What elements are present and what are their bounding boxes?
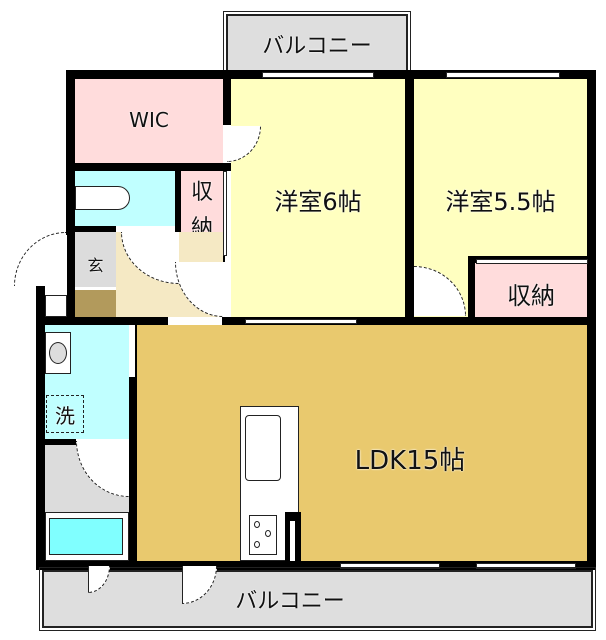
wall-wic-right [223,70,231,125]
window-ldk-bottom-2[interactable] [476,563,576,569]
outer-wall-left-lower [36,286,45,570]
wall-toilet-bottom [66,226,116,232]
sink-icon [245,415,281,481]
wall-ldk-top-right [222,317,596,325]
wall-ldk-top-left [36,317,168,325]
kitchen-low-wall-inner [290,521,295,561]
washing-machine-box [46,395,84,433]
entrance-door-icon[interactable] [14,232,66,286]
wall-washroom-right [129,325,137,565]
wall-entrance-left [67,232,75,322]
western-room-6-label: 洋室6帖 [274,188,362,216]
room-entrance [75,232,116,287]
wall-wic-bottom [66,163,231,171]
entrance-step [75,290,116,317]
burner-3-icon [254,541,260,548]
outer-wall-left-upper [66,70,75,235]
room-wic [75,79,223,163]
western-room-55-label: 洋室5.5帖 [445,188,556,216]
storage-small-door[interactable] [223,171,227,256]
room-ldk [137,325,587,561]
window-room6-top[interactable] [262,72,374,78]
balcony-bottom [39,567,596,631]
washbasin-bowl-icon [49,342,67,364]
room-western-6 [231,79,405,317]
toilet-fixture-icon [75,186,130,210]
room6-ldk-partition[interactable] [245,319,357,324]
wic-label: WIC [129,108,169,132]
wall-storage-right-left [468,256,475,324]
wall-room6-room55 [405,70,414,324]
storage-right-door[interactable] [476,259,588,264]
storage-right-label: 収納 [507,282,555,310]
washroom-label: 洗 [55,404,75,428]
room-storage-right [475,263,587,317]
entrance-label: 玄 [87,256,104,275]
stove-icon [249,515,277,555]
burner-1-icon [254,521,260,528]
washroom-door[interactable] [129,325,135,377]
storage-small-label-1: 収 [190,180,213,205]
window-room55-top[interactable] [446,72,560,78]
wall-washroom-bottom [36,439,76,445]
wall-toilet-right [175,171,181,261]
burner-2-icon [265,530,271,537]
ldk-label: LDK15帖 [354,446,466,476]
bathtub-icon [49,518,123,555]
shoe-closet-icon [45,295,67,317]
window-ldk-bottom-1[interactable] [340,563,440,569]
outer-wall-bottom [36,561,596,570]
balcony-bottom-label: バルコニー [235,589,345,614]
balcony-top-label: バルコニー [262,34,372,59]
